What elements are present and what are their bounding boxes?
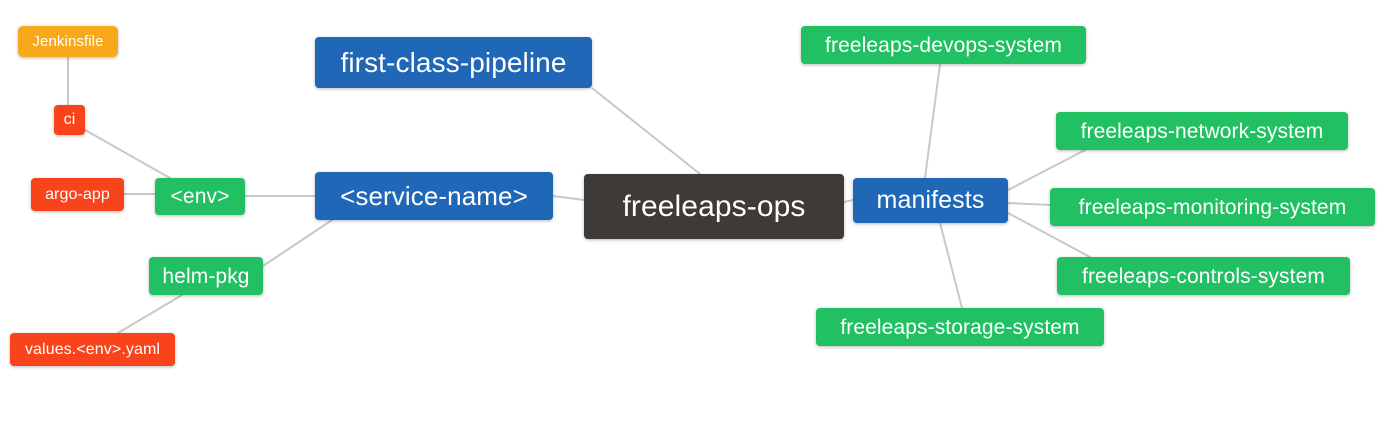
edge-ops-pipeline <box>591 87 701 175</box>
node-label-helm-pkg: helm-pkg <box>162 264 250 288</box>
node-freeleaps-storage-system[interactable]: freeleaps-storage-system <box>816 308 1104 346</box>
node-label-freeleaps-devops-system: freeleaps-devops-system <box>825 33 1062 57</box>
edge-ops-manifests <box>843 199 854 203</box>
node-values-env-yaml[interactable]: values.<env>.yaml <box>10 333 175 366</box>
node-freeleaps-ops[interactable]: freeleaps-ops <box>584 174 844 239</box>
node-jenkinsfile[interactable]: Jenkinsfile <box>18 26 118 57</box>
node-label-freeleaps-controls-system: freeleaps-controls-system <box>1082 264 1325 288</box>
edge-manifests-devops <box>924 63 941 179</box>
edge-service-helm <box>262 219 333 267</box>
node-label-freeleaps-network-system: freeleaps-network-system <box>1080 119 1324 143</box>
edge-env-ci <box>84 129 171 179</box>
node-label-ci: ci <box>63 111 76 128</box>
node-label-freeleaps-monitoring-system: freeleaps-monitoring-system <box>1078 195 1347 219</box>
node-helm-pkg[interactable]: helm-pkg <box>149 257 263 295</box>
edge-manifests-storage <box>939 222 963 309</box>
edge-ops-service <box>552 195 585 201</box>
node-label-env: <env> <box>170 185 230 208</box>
node-label-service-name: <service-name> <box>340 181 528 211</box>
node-freeleaps-network-system[interactable]: freeleaps-network-system <box>1056 112 1348 150</box>
node-label-freeleaps-storage-system: freeleaps-storage-system <box>840 315 1080 339</box>
node-argo-app[interactable]: argo-app <box>31 178 124 211</box>
node-env[interactable]: <env> <box>155 178 245 215</box>
edge-helm-values <box>117 294 183 334</box>
node-manifests[interactable]: manifests <box>853 178 1008 223</box>
node-label-values-env-yaml: values.<env>.yaml <box>24 340 161 358</box>
node-freeleaps-controls-system[interactable]: freeleaps-controls-system <box>1057 257 1350 295</box>
node-service-name[interactable]: <service-name> <box>315 172 553 220</box>
node-freeleaps-monitoring-system[interactable]: freeleaps-monitoring-system <box>1050 188 1375 226</box>
node-label-freeleaps-ops: freeleaps-ops <box>622 189 806 223</box>
node-ci[interactable]: ci <box>54 105 85 135</box>
node-label-jenkinsfile: Jenkinsfile <box>32 33 104 50</box>
node-label-first-class-pipeline: first-class-pipeline <box>340 46 567 78</box>
edge-manifests-monitoring <box>1007 202 1051 206</box>
node-freeleaps-devops-system[interactable]: freeleaps-devops-system <box>801 26 1086 64</box>
edge-manifests-network <box>1007 149 1086 191</box>
node-first-class-pipeline[interactable]: first-class-pipeline <box>315 37 592 88</box>
node-label-argo-app: argo-app <box>45 185 110 203</box>
node-label-manifests: manifests <box>876 186 985 214</box>
